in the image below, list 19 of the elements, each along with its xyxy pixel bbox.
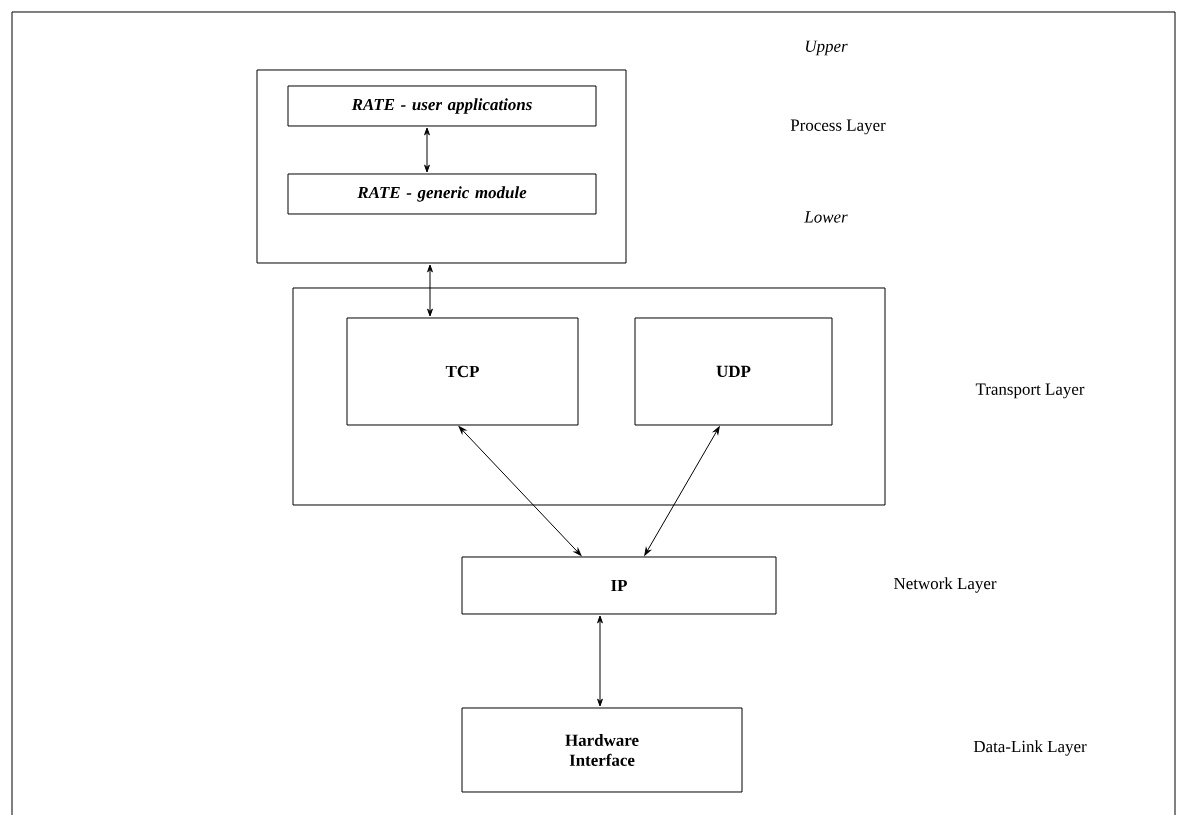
arrow — [424, 127, 430, 173]
arrow — [427, 264, 433, 317]
arrow — [458, 426, 582, 556]
arrow — [597, 615, 603, 707]
layer-label: Network Layer — [894, 577, 997, 593]
arrow — [644, 426, 720, 556]
layer-label: Data-Link Layer — [973, 740, 1087, 756]
interface-box: Hardware Interface — [461, 707, 743, 793]
transport-layer-box — [292, 287, 886, 506]
layer-label: Process Layer — [790, 119, 886, 135]
layer-label: Upper — [805, 40, 848, 56]
module-box: RATE - generic module — [287, 173, 597, 215]
layer-label: Transport Layer — [975, 383, 1085, 399]
module-box: RATE - user applications — [287, 85, 597, 127]
layer-label: Lower — [804, 211, 848, 223]
process-layer-box — [256, 69, 627, 264]
protocol-box: UDP — [634, 317, 833, 426]
protocol-box: IP — [461, 556, 777, 615]
protocol-box: TCP — [346, 317, 579, 426]
